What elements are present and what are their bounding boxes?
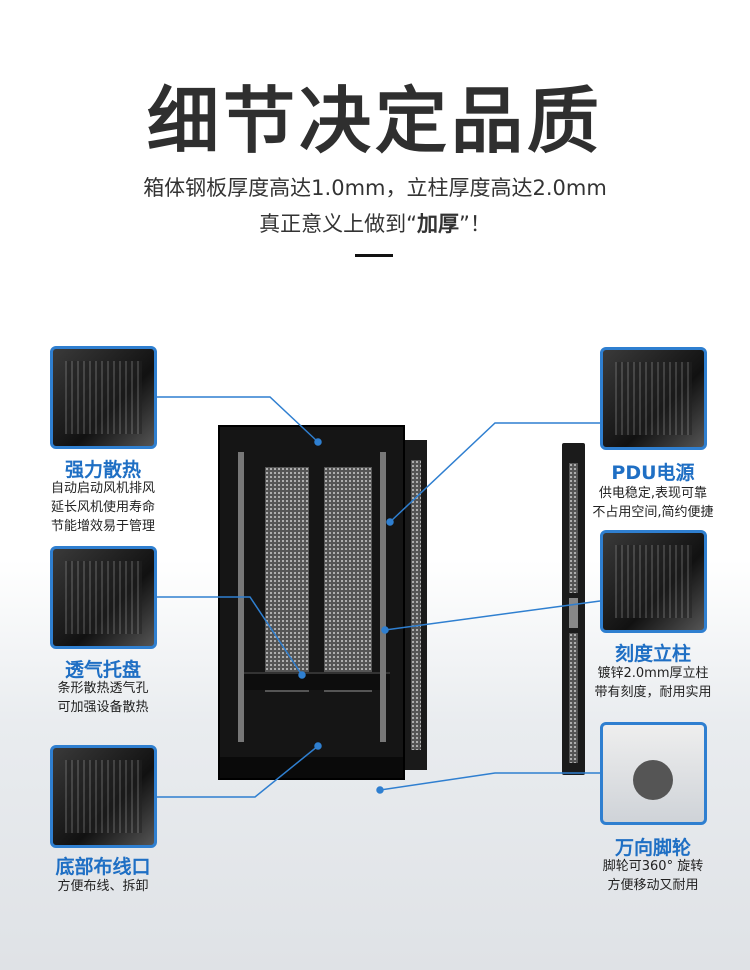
feature-image-cable-port <box>50 745 157 848</box>
feature-desc: 供电稳定,表现可靠不占用空间,简约便捷 <box>592 486 714 520</box>
divider <box>355 254 393 257</box>
feature-title: 底部布线口 <box>55 856 151 878</box>
subtitle-bold: 加厚 <box>417 212 459 236</box>
feature-image-pdu <box>600 347 707 450</box>
feature-image-caster <box>600 722 707 825</box>
feature-desc: 自动启动风机排风延长风机使用寿命节能增效易于管理 <box>50 481 155 534</box>
feature-desc: 方便布线、拆卸 <box>57 879 149 894</box>
feature-title: 刻度立柱 <box>614 643 691 665</box>
feature-title: 透气托盘 <box>64 659 141 681</box>
feature-title: 强力散热 <box>64 459 141 481</box>
feature-title: 万向脚轮 <box>614 837 691 859</box>
subtitle-line1: 箱体钢板厚度高达1.0mm，立柱厚度高达2.0mm <box>143 176 607 200</box>
cabinet-image <box>218 425 405 780</box>
cabinet-side-door <box>405 440 427 770</box>
feature-desc: 条形散热透气孔可加强设备散热 <box>57 681 149 715</box>
subtitle-post: ”！ <box>459 212 491 236</box>
subtitle-pre: 真正意义上做到“ <box>259 212 417 236</box>
cabinet-door-panel <box>562 443 585 775</box>
headline: 细节决定品质 <box>146 79 603 163</box>
feature-desc: 脚轮可360° 旋转方便移动又耐用 <box>602 859 704 893</box>
feature-image-rail <box>600 530 707 633</box>
feature-image-cooling <box>50 346 157 449</box>
feature-title: PDU电源 <box>611 462 695 484</box>
feature-image-tray <box>50 546 157 649</box>
feature-desc: 镀锌2.0mm厚立柱带有刻度，耐用实用 <box>594 666 712 700</box>
subtitle-line2: 真正意义上做到“加厚”！ <box>0 208 750 238</box>
